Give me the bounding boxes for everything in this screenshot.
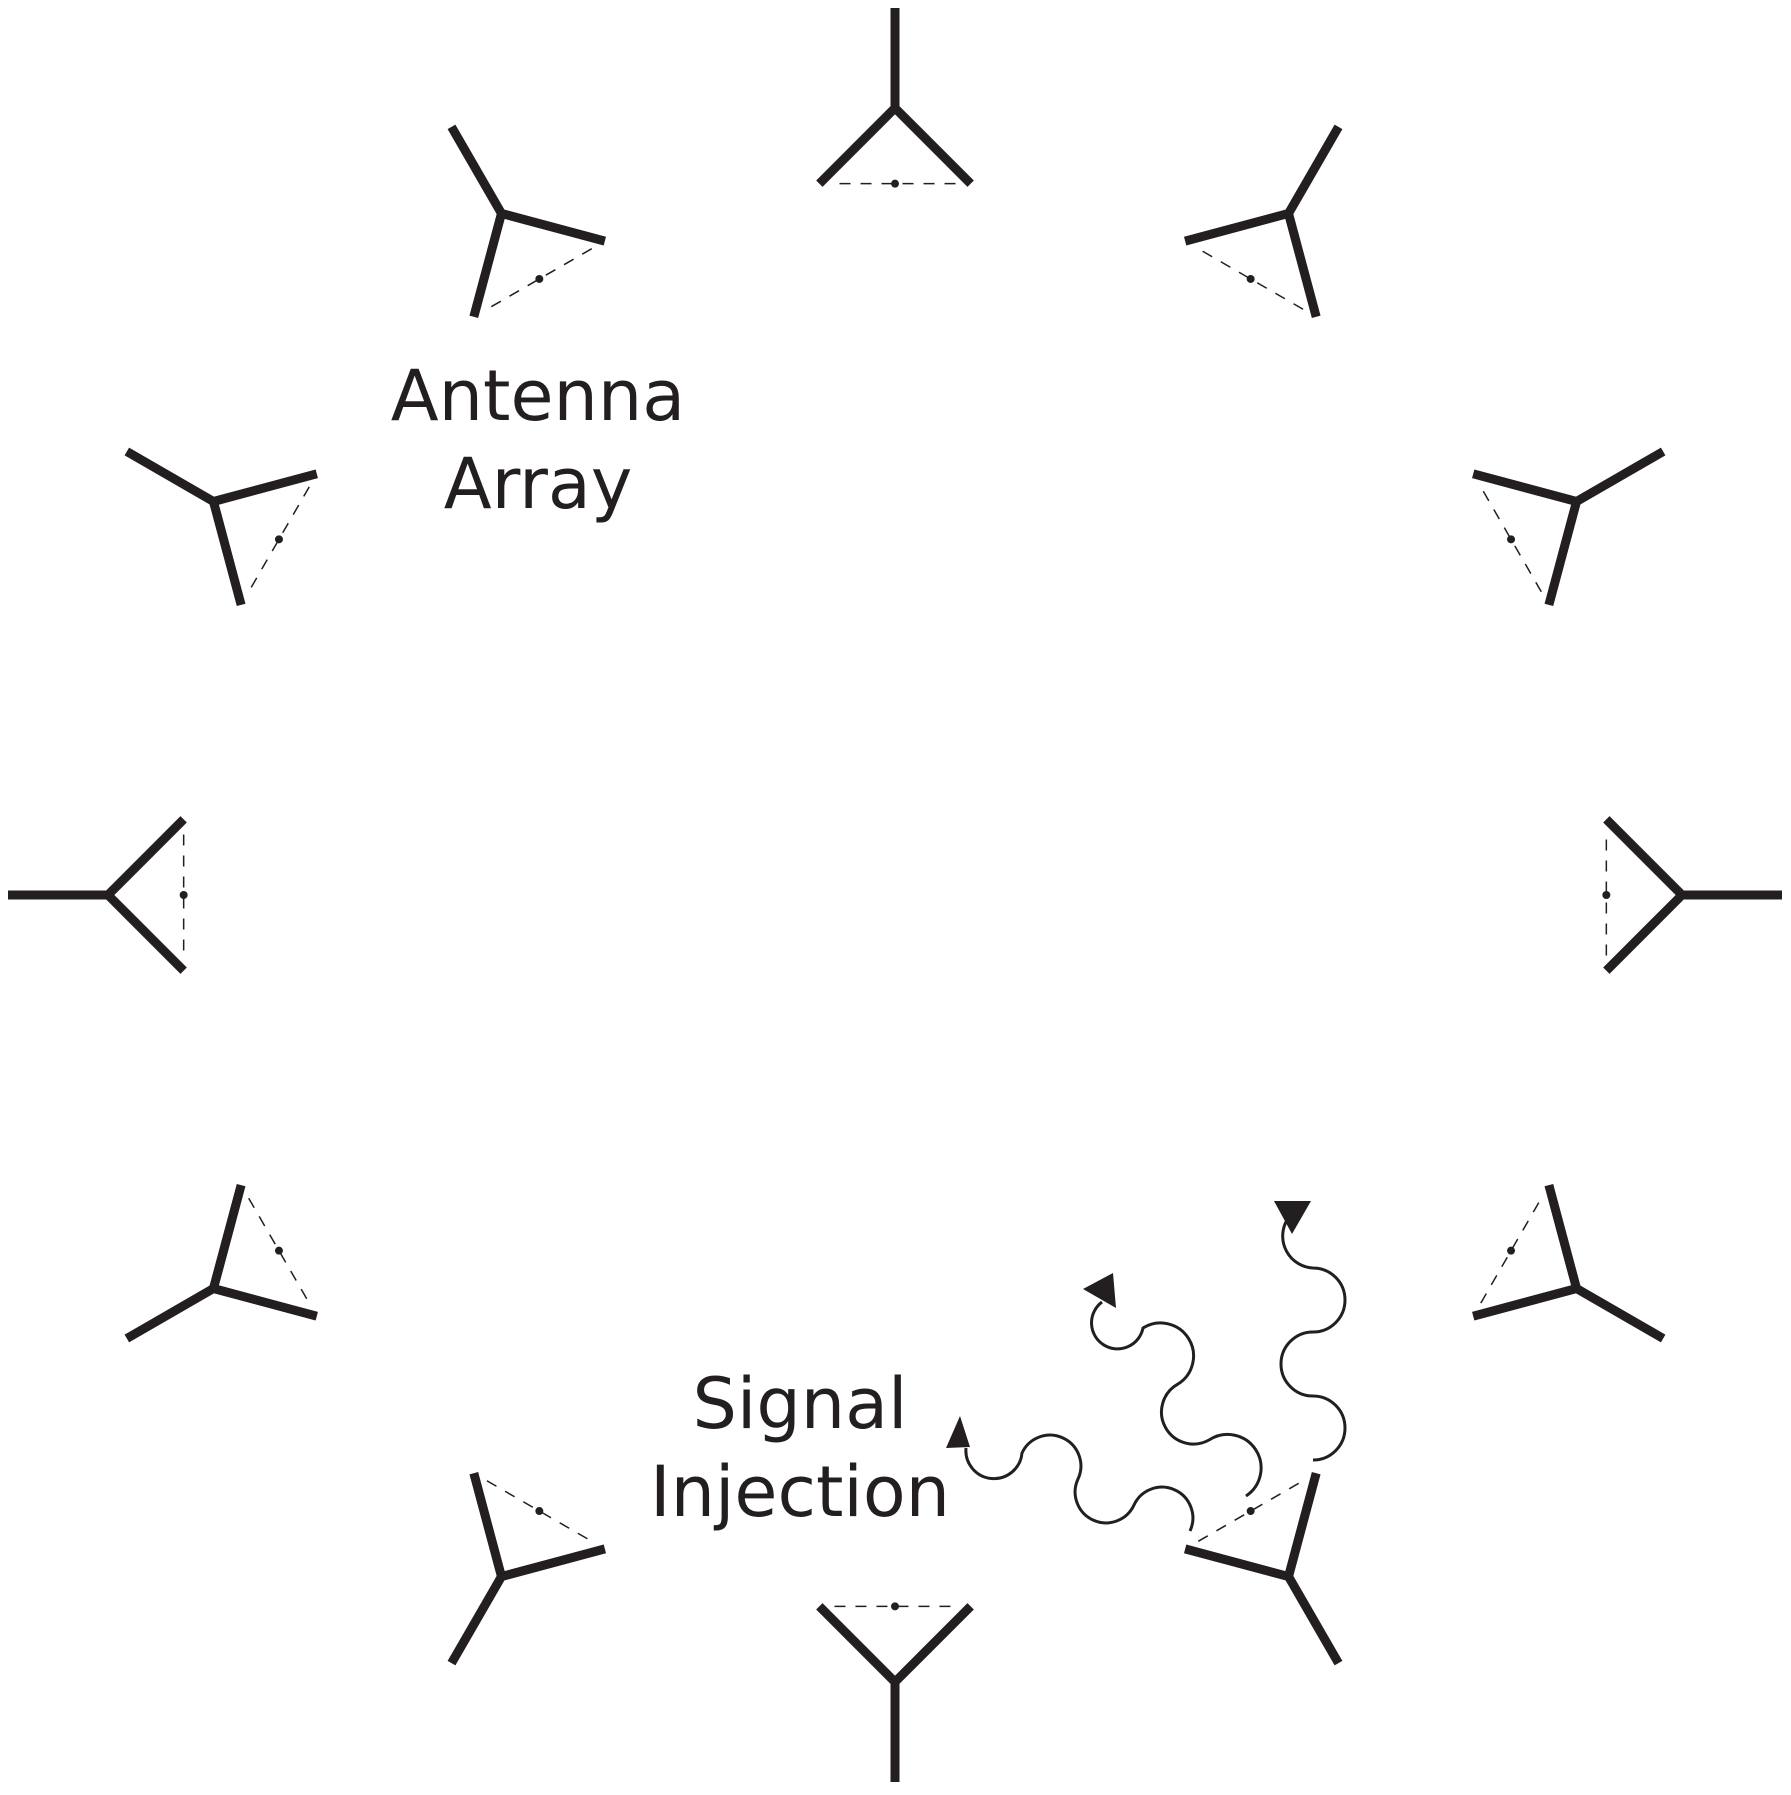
antenna-icon <box>816 1602 974 1782</box>
signal-injection-label-line1: Signal <box>692 1363 908 1445</box>
arrow-head-left <box>946 1416 970 1448</box>
arrow-head-middle <box>1083 1273 1116 1308</box>
signal-wave-left <box>964 1433 1195 1532</box>
antenna-icon <box>447 1472 607 1666</box>
arrow-head-right <box>1274 1201 1311 1234</box>
antenna-array-label: Antenna Array <box>388 352 688 528</box>
antenna-array-label-line2: Array <box>443 443 633 525</box>
antenna-icon <box>1183 124 1343 318</box>
antenna-ring <box>8 8 1782 1782</box>
antenna-icon <box>1472 447 1666 607</box>
antenna-array-label-line1: Antenna <box>390 355 686 437</box>
antenna-icon <box>124 447 318 607</box>
antenna-icon <box>1183 1472 1343 1666</box>
antenna-icon <box>1472 1183 1666 1343</box>
antenna-icon <box>8 816 188 974</box>
signal-injection-label-line2: Injection <box>649 1451 951 1533</box>
antenna-icon <box>124 1183 318 1343</box>
antenna-icon <box>447 124 607 318</box>
signal-wave-right <box>1279 1219 1347 1462</box>
signal-injection-label: Signal Injection <box>640 1360 960 1536</box>
antenna-icon <box>1602 816 1782 974</box>
signal-wave-middle <box>1090 1300 1263 1498</box>
signal-waves <box>946 1201 1347 1532</box>
antenna-icon <box>816 8 974 188</box>
